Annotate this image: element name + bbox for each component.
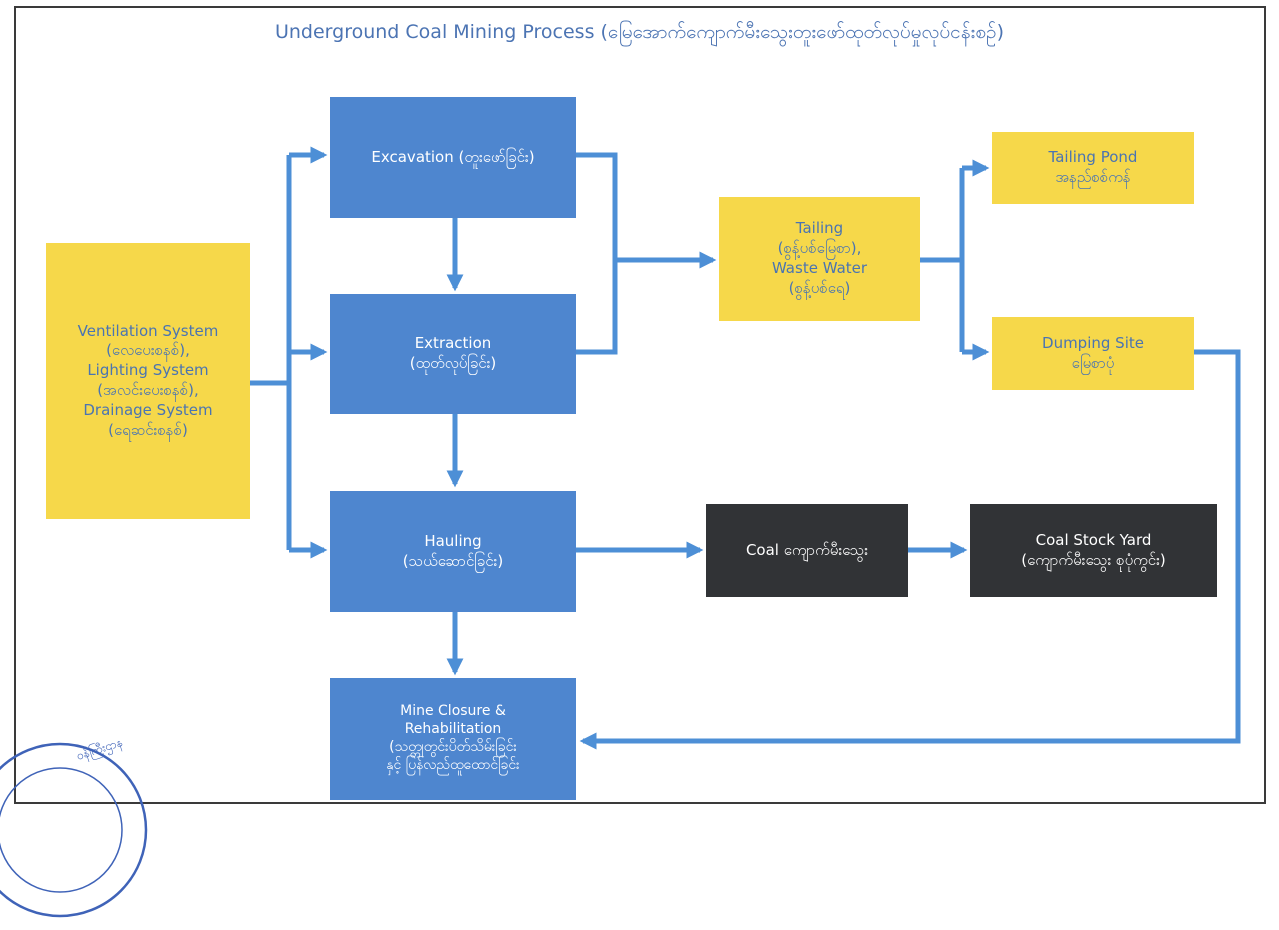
coal-label: Coal ကျောက်မီးသွေး	[745, 540, 869, 559]
official-seal-stamp: ဝန်ကြီးဌာန	[0, 733, 148, 918]
tailing-box: Tailing (စွန့်ပစ်မြေစာ), Waste Water (စွ…	[719, 197, 920, 321]
tailing-pond-line-2: အနည်စစ်ကန်	[1055, 168, 1131, 186]
diagram-title: Underground Coal Mining Process (မြေအောက…	[274, 21, 1005, 43]
coal-box: Coal ကျောက်မီးသွေး	[706, 504, 908, 597]
dumping-site-line-2: မြေစာပုံ	[1071, 353, 1115, 372]
excavation-box: Excavation (တူးဖော်ခြင်း)	[330, 97, 576, 218]
dumping-site-box: Dumping Site မြေစာပုံ	[992, 317, 1194, 390]
coal-stock-yard-box: Coal Stock Yard (ကျောက်မီးသွေး စုပုံကွင်…	[970, 504, 1217, 597]
tailing-line-2: (စွန့်ပစ်မြေစာ),	[777, 239, 862, 258]
extraction-line-1: Extraction	[414, 334, 492, 353]
systems-line-1: Ventilation System	[77, 321, 219, 340]
stock-yard-line-2: (ကျောက်မီးသွေး စုပုံကွင်း)	[1021, 550, 1166, 569]
closure-line-3: (သတ္တုတွင်းပိတ်သိမ်းခြင်း	[389, 739, 517, 755]
tailing-line-4: (စွန့်ပစ်ရေ)	[788, 278, 851, 297]
systems-line-2: (လေပေးစနစ်),	[106, 341, 190, 360]
closure-line-1: Mine Closure &	[400, 703, 506, 720]
extraction-box: Extraction (ထုတ်လုပ်ခြင်း)	[330, 294, 576, 414]
systems-line-5: Drainage System	[83, 400, 213, 419]
excavation-label: Excavation (တူးဖော်ခြင်း)	[371, 147, 535, 166]
connector-arrows	[248, 146, 1241, 750]
tailing-line-3: Waste Water	[771, 259, 868, 277]
diagram-frame	[14, 6, 1266, 804]
hauling-line-2: (သယ်ဆောင်ခြင်း)	[402, 551, 504, 570]
hauling-box: Hauling (သယ်ဆောင်ခြင်း)	[330, 491, 576, 612]
systems-line-4: (အလင်းပေးစနစ်),	[97, 381, 199, 399]
closure-line-4: နှင့် ပြန်လည်ထူထောင်ခြင်း	[386, 756, 520, 773]
arrow-extraction-out	[576, 260, 618, 355]
hauling-line-1: Hauling	[424, 531, 482, 550]
support-systems-box: Ventilation System (လေပေးစနစ်), Lighting…	[46, 243, 250, 519]
arrow-excavation-out	[576, 152, 618, 260]
seal-text: ဝန်ကြီးဌာန	[74, 733, 125, 766]
tailing-line-1: Tailing	[795, 219, 844, 238]
systems-line-6: (ရေဆင်းစနစ်)	[108, 420, 188, 439]
stock-yard-line-1: Coal Stock Yard	[1035, 530, 1152, 549]
extraction-line-2: (ထုတ်လုပ်ခြင်း)	[409, 354, 497, 372]
closure-line-2: Rehabilitation	[404, 721, 502, 738]
dumping-site-line-1: Dumping Site	[1042, 333, 1144, 352]
arrow-dumping-to-closure	[579, 349, 1241, 750]
tailing-pond-box: Tailing Pond အနည်စစ်ကန်	[992, 132, 1194, 204]
tailing-pond-line-1: Tailing Pond	[1048, 148, 1138, 167]
mine-closure-box: Mine Closure & Rehabilitation (သတ္တုတွင်…	[330, 678, 576, 800]
systems-line-3: Lighting System	[87, 361, 209, 380]
